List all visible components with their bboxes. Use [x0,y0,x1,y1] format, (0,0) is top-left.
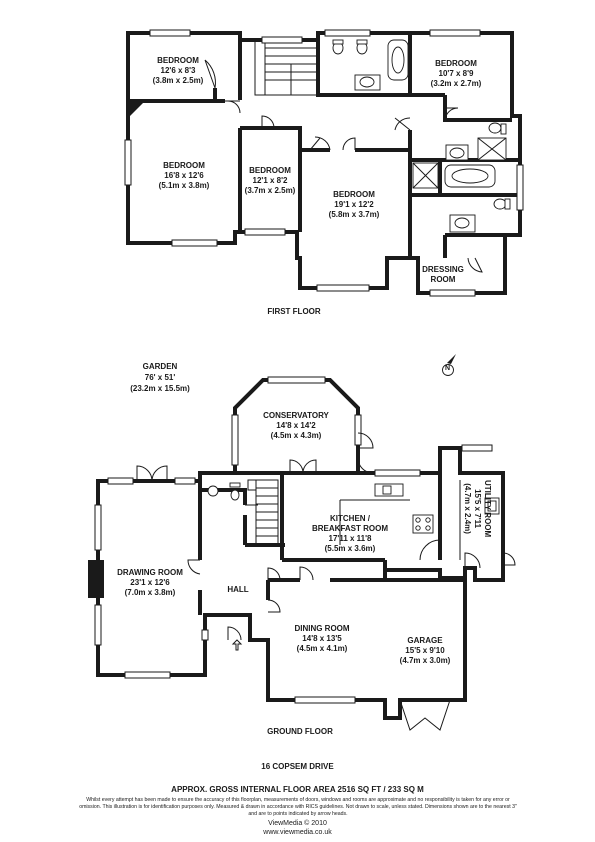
compass-north-label: N [445,365,451,372]
first-floor-doors [204,59,483,273]
first-floor-fixtures [332,39,511,233]
conservatory-walls [231,376,374,474]
ground-floor-title: GROUND FLOOR [267,727,333,736]
compass-icon [442,354,456,376]
room-label-kitchen: KITCHEN / BREAKFAST ROOM 17'11 x 11'8 (5… [312,514,388,553]
room-label-utility-room: UTILITY ROOM 15'5 x 7'11 (4.7m x 2.4m) [463,480,492,538]
room-label-bedroom-c: BEDROOM 16'8 x 12'6 (5.1m x 3.8m) [158,161,210,190]
room-label-dressing-room: DRESSING ROOM [422,265,464,284]
property-address: 16 COPSEM DRIVE [261,762,334,771]
room-label-drawing-room: DRAWING ROOM 23'1 x 12'6 (7.0m x 3.8m) [117,568,183,597]
disclaimer-text: Whilst every attempt has been made to en… [79,797,517,817]
garden-label: GARDEN 76' x 51' (23.2m x 15.5m) [130,362,190,393]
ground-floor-fixtures [207,480,500,560]
room-label-bedroom-b: BEDROOM 10'7 x 8'9 (3.2m x 2.7m) [430,59,482,88]
room-label-bedroom-e: BEDROOM 19'1 x 12'2 (5.8m x 3.7m) [328,190,380,219]
room-label-bedroom-a: BEDROOM 12'6 x 8'3 (3.8m x 2.5m) [152,56,204,85]
room-label-hall: HALL [227,585,249,594]
entrance-arrow-icon [231,639,243,651]
ground-floor-stairs [247,479,279,546]
room-label-dining-room: DINING ROOM 14'8 x 13'5 (4.5m x 4.1m) [294,624,350,653]
ground-floor-doors [136,459,516,731]
ground-floor-windows [94,444,493,704]
first-floor-windows [124,29,524,297]
first-floor-stairs [254,39,319,96]
room-label-garage: GARAGE 15'5 x 9'10 (4.7m x 3.0m) [399,636,451,665]
first-floor-title: FIRST FLOOR [267,307,321,316]
copyright-text: ViewMedia © 2010 [268,820,327,827]
floor-area-summary: APPROX. GROSS INTERNAL FLOOR AREA 2516 S… [171,785,424,794]
website-link[interactable]: www.viewmedia.co.uk [263,829,332,836]
room-label-conservatory: CONSERVATORY 14'8 x 14'2 (4.5m x 4.3m) [263,411,329,440]
room-label-bedroom-d: BEDROOM 12'1 x 8'2 (3.7m x 2.5m) [244,166,296,195]
